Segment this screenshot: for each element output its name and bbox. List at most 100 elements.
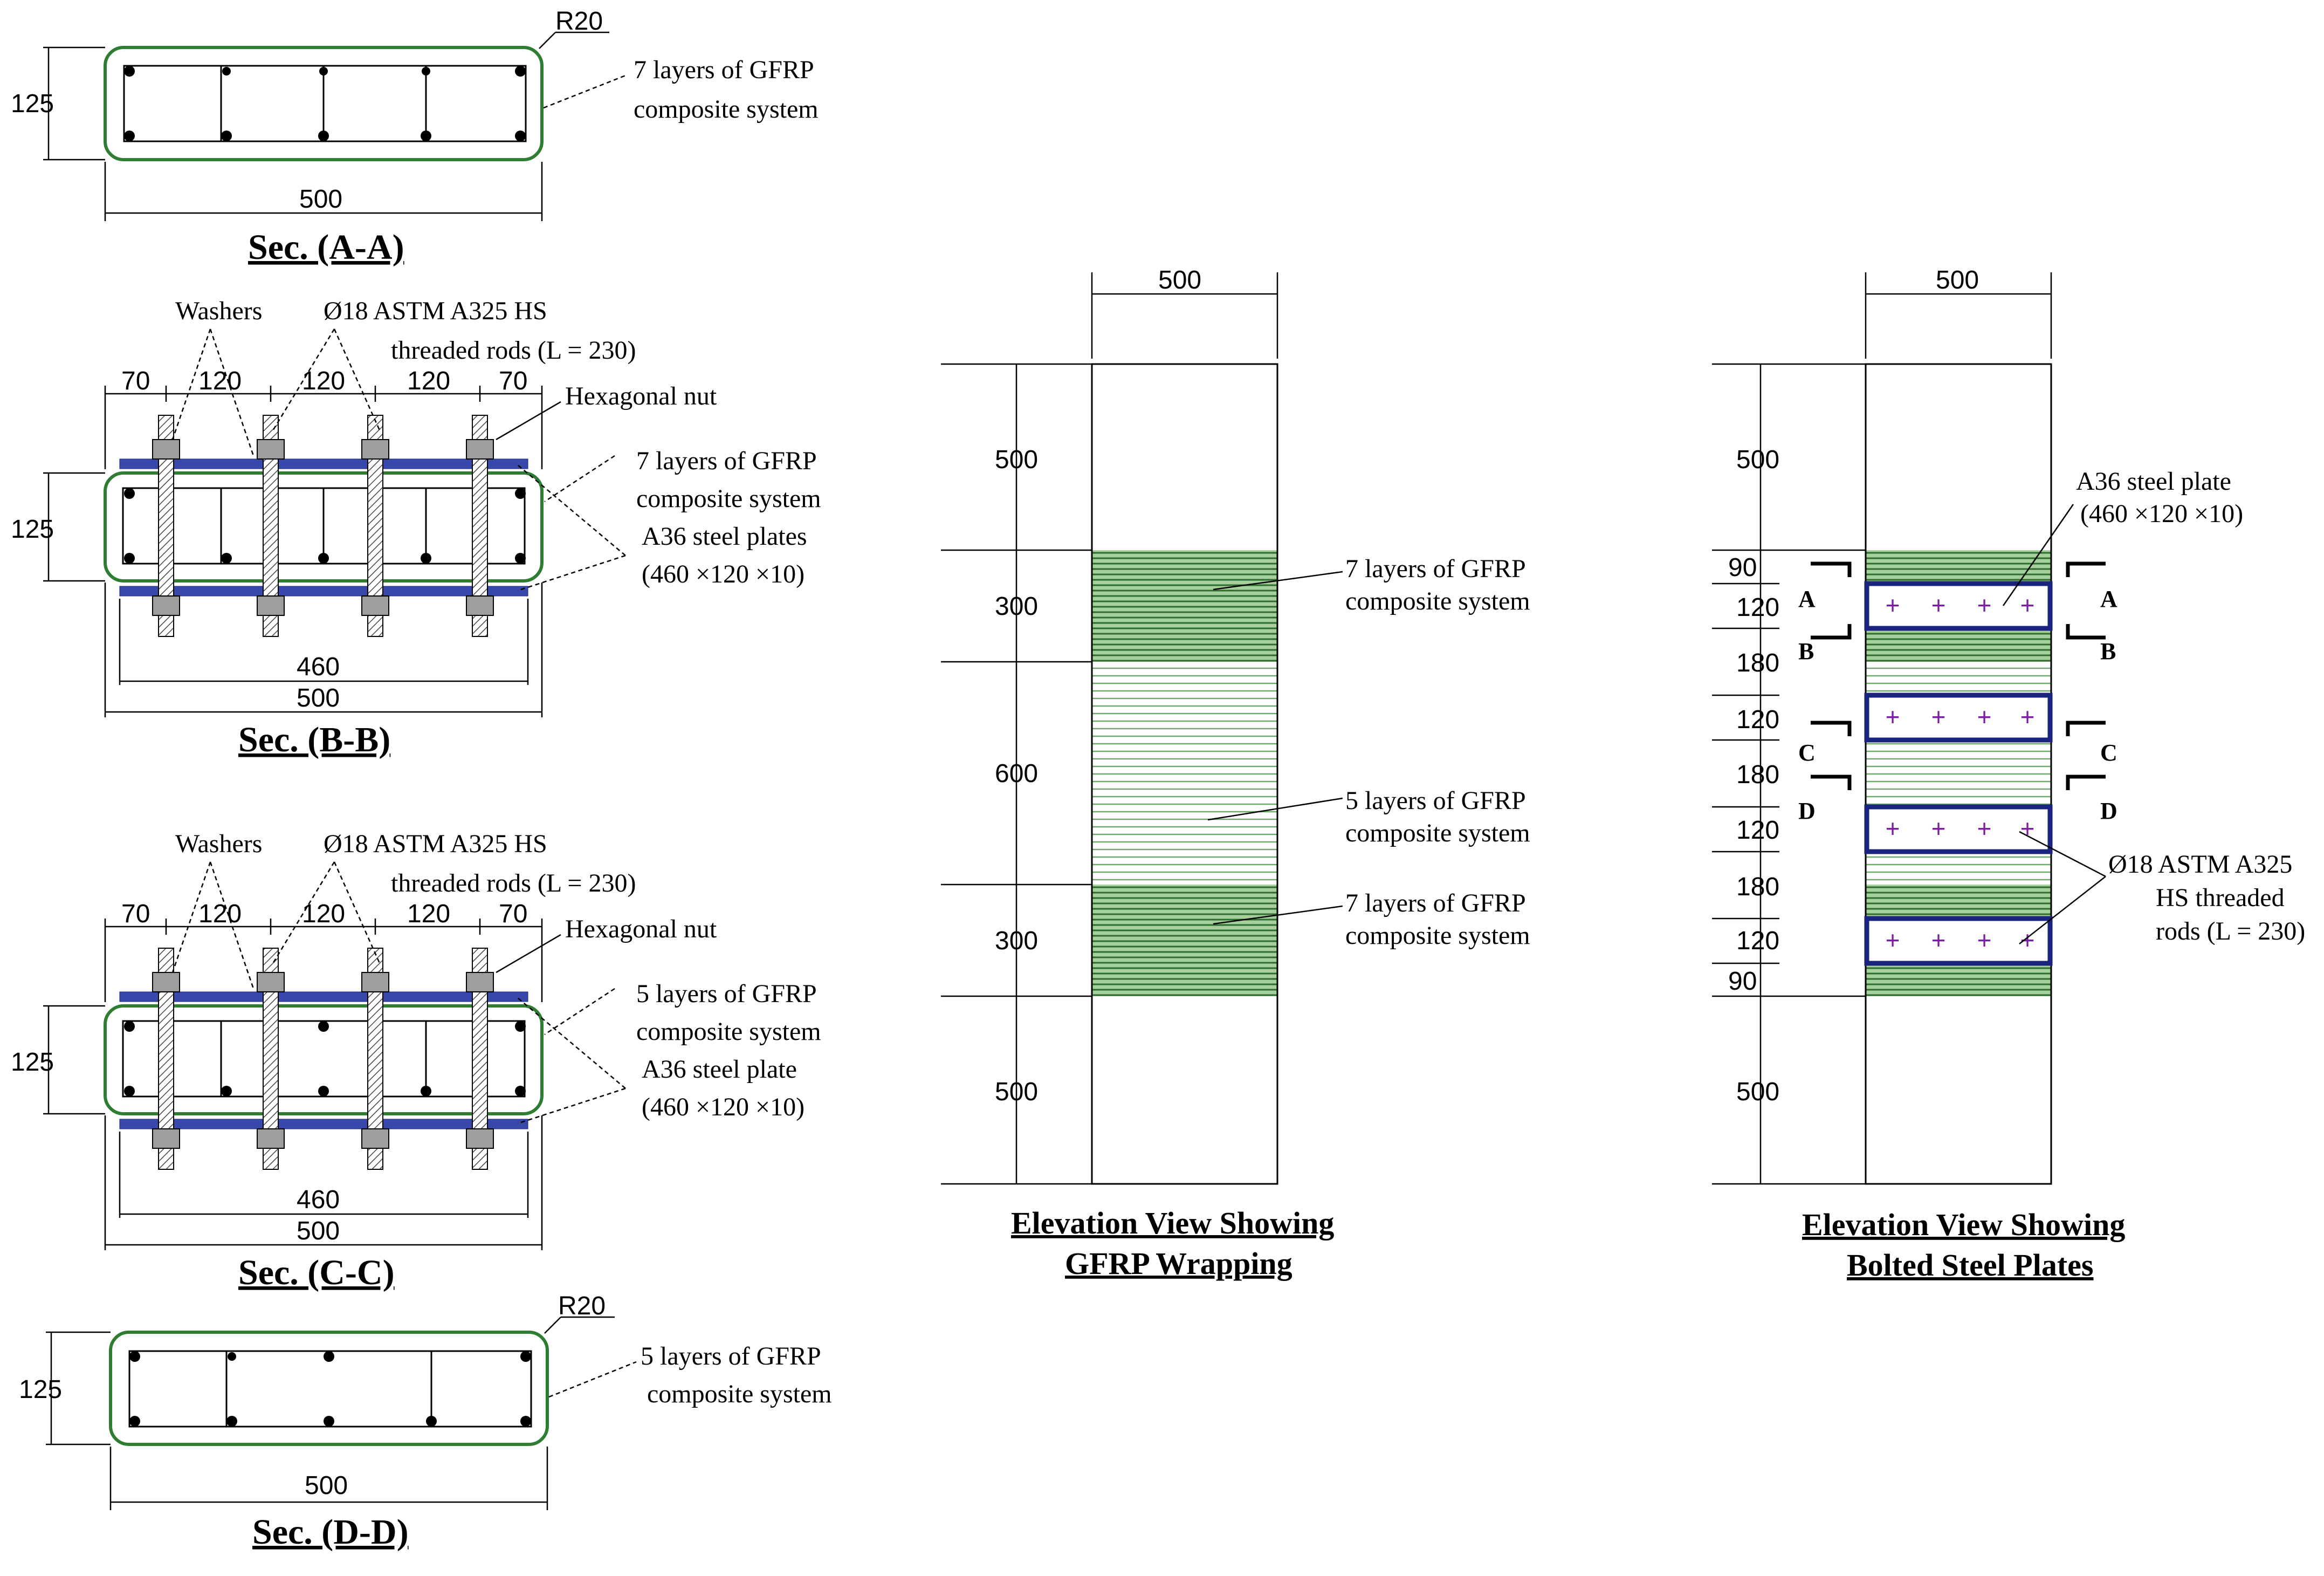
segment-dim-10: 90 — [1728, 967, 1757, 996]
gfrp-label-line2: composite system — [634, 95, 819, 124]
column-outline — [1091, 363, 1278, 1185]
column-outline — [1865, 363, 2052, 1185]
rebars — [124, 66, 526, 141]
rebars — [124, 488, 526, 564]
height-dimension: 125 — [11, 90, 54, 118]
plate-label-line1: A36 steel plate — [642, 1055, 797, 1084]
dimension-lines — [43, 386, 543, 717]
dimension-lines — [43, 919, 543, 1250]
cut-label-b-left: B — [1798, 638, 1814, 664]
stirrup — [122, 1020, 526, 1098]
segment-dim-5: 500 — [995, 1078, 1038, 1106]
steel-plate-bottom — [119, 586, 528, 597]
bolt-markers: ++++ ++++ ++++ ++++ — [1886, 591, 2035, 954]
svg-text:+: + — [1886, 926, 1900, 954]
gfrp-label-line2: composite system — [636, 484, 821, 513]
hexagonal-nuts — [152, 972, 494, 1149]
section-title: Sec. (A-A) — [248, 228, 404, 267]
gfrp-label-line2: composite system — [636, 1017, 821, 1046]
cut-label-d-right: D — [2100, 798, 2117, 824]
segment-dim-6: 180 — [1736, 760, 1779, 789]
nut-label: Hexagonal nut — [565, 382, 717, 410]
dimension-lines — [46, 1316, 637, 1510]
stirrup — [123, 65, 527, 142]
segment-dim-4: 300 — [995, 927, 1038, 955]
spacing-dim-2: 120 — [198, 367, 242, 395]
svg-text:+: + — [1977, 703, 1992, 731]
washers-label: Washers — [175, 830, 262, 858]
section-c-c: 70 120 120 120 70 Washers Ø18 ASTM A325 … — [11, 830, 821, 1292]
svg-text:+: + — [1931, 814, 1946, 842]
section-cut-markers — [1811, 561, 2106, 790]
width-dimension: 500 — [1936, 266, 1979, 294]
rebars — [124, 1021, 526, 1097]
gfrp-label-line1: 5 layers of GFRP — [636, 979, 817, 1008]
segment-dim-2: 90 — [1728, 553, 1757, 582]
gfrp-wrap-outline — [104, 471, 544, 583]
view-title-line2: Bolted Steel Plates — [1847, 1248, 2093, 1283]
spacing-dim-3: 120 — [302, 367, 345, 395]
segment-dim-2: 300 — [995, 592, 1038, 621]
cut-label-c-left: C — [1798, 739, 1816, 766]
segment-dim-1: 500 — [995, 446, 1038, 474]
width-dimension: 500 — [297, 1217, 340, 1245]
gfrp-bot-label-line1: 7 layers of GFRP — [1345, 889, 1526, 917]
segment-dim-5: 120 — [1736, 705, 1779, 734]
rod-label-line2: HS threaded — [2156, 883, 2285, 912]
elevation-bolted-plates: ++++ ++++ ++++ ++++ 500 500 90 120 180 1 — [1712, 266, 2305, 1283]
wrap-zone-7-layers-bottom — [1092, 885, 1277, 996]
height-dimension: 125 — [11, 515, 54, 544]
segment-dim-4: 180 — [1736, 649, 1779, 677]
svg-text:+: + — [1931, 926, 1946, 954]
wrap-zone-7-layers-top — [1092, 550, 1277, 662]
width-dimension: 500 — [305, 1471, 348, 1500]
spacing-dim-5: 70 — [499, 367, 527, 395]
width-dimension: 500 — [297, 684, 340, 712]
gfrp-wrap-outline — [104, 46, 544, 161]
wrap-zone-5-layers — [1092, 662, 1277, 885]
steel-plates — [1864, 581, 2053, 966]
height-dimension: 125 — [19, 1375, 62, 1404]
segment-dim-3: 120 — [1736, 593, 1779, 622]
spacing-dim-1: 70 — [121, 900, 150, 928]
spacing-dim-1: 70 — [121, 367, 150, 395]
width-dimension: 500 — [299, 185, 342, 214]
plate-dimension: 460 — [297, 1186, 340, 1214]
plate-label-line1: A36 steel plate — [2076, 467, 2231, 496]
svg-text:+: + — [1977, 814, 1992, 842]
svg-text:+: + — [2020, 926, 2035, 954]
plate-label-line1: A36 steel plates — [642, 522, 807, 551]
rod-label-line1: Ø18 ASTM A325 — [2108, 850, 2292, 879]
leader-lines — [2002, 504, 2106, 944]
gfrp-wrap-outline — [104, 1004, 544, 1115]
svg-text:+: + — [1886, 703, 1900, 731]
internal-ties — [220, 66, 427, 141]
gfrp-top-label-line2: composite system — [1345, 587, 1530, 615]
svg-text:+: + — [1977, 926, 1992, 954]
cut-label-b-right: B — [2100, 638, 2116, 664]
rod-label-line1: Ø18 ASTM A325 HS — [324, 830, 547, 858]
cut-label-d-left: D — [1798, 798, 1816, 824]
elevation-gfrp-wrapping: 500 500 300 600 300 500 7 layers of GFRP… — [941, 266, 1530, 1281]
svg-text:+: + — [1931, 703, 1946, 731]
segment-dim-7: 120 — [1736, 816, 1779, 845]
radius-label: R20 — [555, 7, 603, 36]
internal-ties — [225, 1351, 432, 1427]
dimension-lines — [941, 272, 1278, 1185]
gfrp-top-label-line1: 7 layers of GFRP — [1345, 554, 1526, 583]
section-title: Sec. (B-B) — [238, 720, 390, 759]
internal-ties — [220, 488, 427, 564]
rod-label-line3: rods (L = 230) — [2156, 917, 2305, 945]
radius-label: R20 — [558, 1292, 606, 1320]
spacing-dim-3: 120 — [302, 900, 345, 928]
plate-label-line2: (460 ×120 ×10) — [642, 560, 805, 588]
section-title: Sec. (D-D) — [252, 1512, 409, 1552]
view-title-line2: GFRP Wrapping — [1065, 1246, 1292, 1281]
section-cut-labels: A A B B C C D D — [1798, 586, 2117, 824]
cut-label-c-right: C — [2100, 739, 2117, 766]
spacing-dim-4: 120 — [407, 900, 450, 928]
spacing-dim-4: 120 — [407, 367, 450, 395]
dimension-lines — [1712, 272, 2052, 1185]
svg-text:+: + — [1931, 591, 1946, 619]
section-d-d: 125 500 R20 5 layers of GFRP composite s… — [19, 1292, 832, 1552]
